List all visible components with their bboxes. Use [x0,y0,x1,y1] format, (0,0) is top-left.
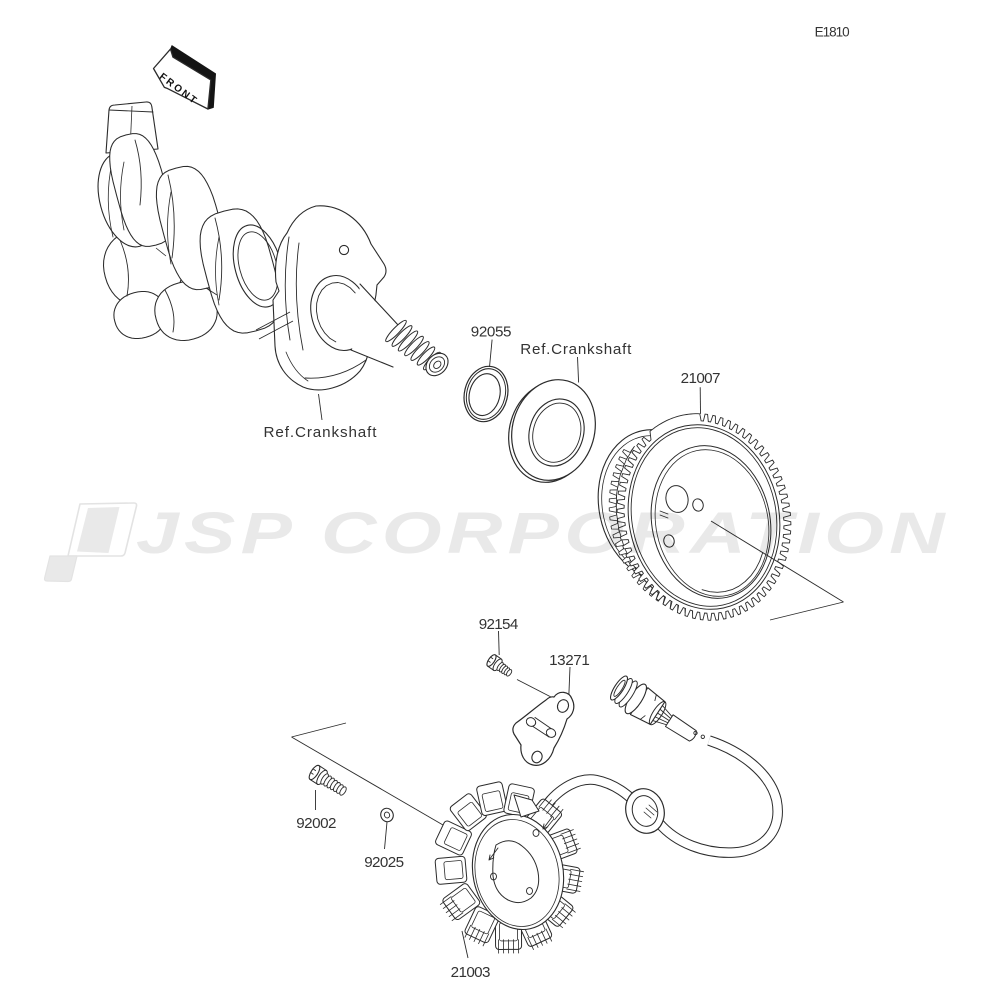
svg-text:92025: 92025 [364,854,404,871]
svg-text:92154: 92154 [479,616,519,633]
svg-text:Ref.Crankshaft: Ref.Crankshaft [264,424,378,441]
svg-text:92055: 92055 [471,324,512,341]
svg-text:21003: 21003 [451,964,491,981]
svg-text:13271: 13271 [549,652,590,669]
svg-text:E1810: E1810 [815,25,850,40]
svg-text:21007: 21007 [681,370,721,387]
svg-text:92002: 92002 [296,815,336,832]
svg-text:JSP CORPORATION: JSP CORPORATION [136,501,950,566]
svg-text:Ref.Crankshaft: Ref.Crankshaft [520,341,632,358]
